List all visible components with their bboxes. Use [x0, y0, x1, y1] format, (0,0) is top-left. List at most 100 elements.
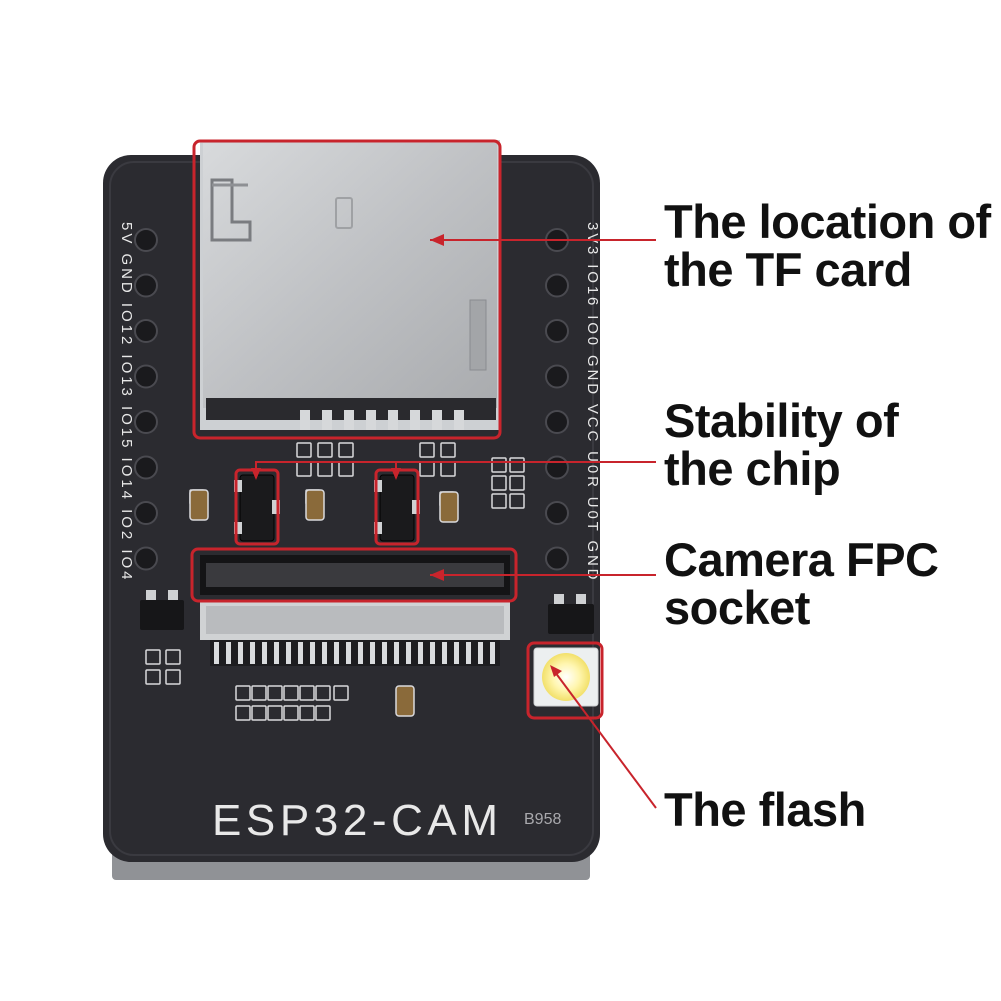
- smd-pad: [491, 493, 507, 509]
- callout-tf-card: The location of the TF card: [664, 198, 991, 294]
- smd-pad: [299, 705, 315, 721]
- smd-pad: [283, 685, 299, 701]
- callout-chip-line-2: the chip: [664, 442, 841, 495]
- fpc-pin: [298, 642, 303, 664]
- smd-pad: [315, 705, 331, 721]
- transistor-left: [140, 590, 184, 630]
- header-pin-left: [134, 273, 158, 298]
- header-pin-left: [134, 364, 158, 389]
- header-pin-right: [545, 546, 569, 571]
- left-pin-labels: 5V GND IO12 IO13 IO15 IO14 IO2 IO4: [118, 222, 135, 580]
- smd-pad: [333, 685, 349, 701]
- fpc-pin: [274, 642, 279, 664]
- tf-contact: [432, 410, 442, 430]
- board-code-silkscreen: B958: [524, 811, 561, 828]
- transistor-right: [548, 594, 594, 634]
- callout-chip: Stability of the chip: [664, 394, 899, 495]
- smd-pad: [145, 669, 161, 685]
- fpc-pin: [418, 642, 423, 664]
- smd-pad: [315, 685, 331, 701]
- fpc-pin: [226, 642, 231, 664]
- fpc-pin: [250, 642, 255, 664]
- header-pin-right: [545, 501, 569, 525]
- fpc-pin: [346, 642, 351, 664]
- smd-pad: [317, 442, 333, 458]
- fpc-pin: [322, 642, 327, 664]
- fpc-pin: [466, 642, 471, 664]
- fpc-pin: [214, 642, 219, 664]
- header-pin-left: [134, 501, 158, 525]
- tf-contact: [344, 410, 354, 430]
- callout-fpc-line-1: Camera FPC: [664, 533, 939, 586]
- callout-tf-card-line-1: The location of: [664, 195, 991, 248]
- flash-led: [533, 647, 599, 707]
- fpc-pin: [430, 642, 435, 664]
- smd-capacitor: [395, 685, 415, 717]
- header-pin-right: [545, 273, 569, 298]
- fpc-pin: [310, 642, 315, 664]
- header-pin-left: [134, 455, 158, 480]
- header-pin-right: [545, 410, 569, 434]
- smd-pad: [235, 705, 251, 721]
- smd-pad: [299, 685, 315, 701]
- tf-contact: [300, 410, 310, 430]
- fpc-pin: [382, 642, 387, 664]
- fpc-pin: [454, 642, 459, 664]
- tf-contact: [322, 410, 332, 430]
- fpc-pin: [334, 642, 339, 664]
- header-pins-left: [134, 228, 158, 571]
- board-name-silkscreen: ESP32-CAM: [212, 796, 498, 845]
- tf-contact: [366, 410, 376, 430]
- fpc-pin: [262, 642, 267, 664]
- fpc-pin: [238, 642, 243, 664]
- callout-pointers: [251, 234, 657, 809]
- smd-pad: [509, 475, 525, 491]
- callout-tf-card-line-2: the TF card: [664, 243, 912, 296]
- smd-pad: [296, 442, 312, 458]
- fpc-socket-pins: [214, 642, 495, 664]
- fpc-pin: [370, 642, 375, 664]
- smd-pad: [491, 457, 507, 473]
- header-pin-left: [134, 410, 158, 434]
- pointer-flash: [551, 667, 657, 809]
- header-pin-right: [545, 319, 569, 343]
- smd-pad: [440, 442, 456, 458]
- header-pin-left: [134, 319, 158, 343]
- header-pin-right: [545, 364, 569, 389]
- smd-components: [145, 442, 525, 721]
- header-pin-right: [545, 455, 569, 480]
- tf-card-highlight: [192, 139, 502, 440]
- smd-pad: [251, 685, 267, 701]
- fpc-socket: [200, 555, 510, 666]
- tf-contact: [388, 410, 398, 430]
- callout-fpc: Camera FPC socket: [664, 536, 939, 632]
- smd-pad: [165, 669, 181, 685]
- fpc-pin: [358, 642, 363, 664]
- smd-pad: [509, 457, 525, 473]
- smd-pad: [145, 649, 161, 665]
- smd-pad: [267, 685, 283, 701]
- fpc-pin: [478, 642, 483, 664]
- smd-pad: [419, 442, 435, 458]
- smd-capacitor: [189, 489, 209, 521]
- regulator-chip-left: [234, 474, 280, 542]
- smd-pad: [165, 649, 181, 665]
- smd-pad: [267, 705, 283, 721]
- callout-fpc-line-2: socket: [664, 581, 810, 634]
- smd-pad: [338, 442, 354, 458]
- tf-card-contacts: [300, 410, 464, 430]
- header-pin-left: [134, 546, 158, 571]
- tf-contact: [454, 410, 464, 430]
- regulator-chip-right: [374, 474, 420, 542]
- smd-capacitor: [305, 489, 325, 521]
- smd-pad: [251, 705, 267, 721]
- smd-capacitor: [439, 491, 459, 523]
- fpc-pin: [490, 642, 495, 664]
- smd-pad: [491, 475, 507, 491]
- callout-chip-line-1: Stability of: [664, 394, 899, 447]
- fpc-pin: [394, 642, 399, 664]
- callout-flash: The flash: [664, 786, 866, 834]
- fpc-pin: [286, 642, 291, 664]
- callout-flash-line-1: The flash: [664, 783, 866, 836]
